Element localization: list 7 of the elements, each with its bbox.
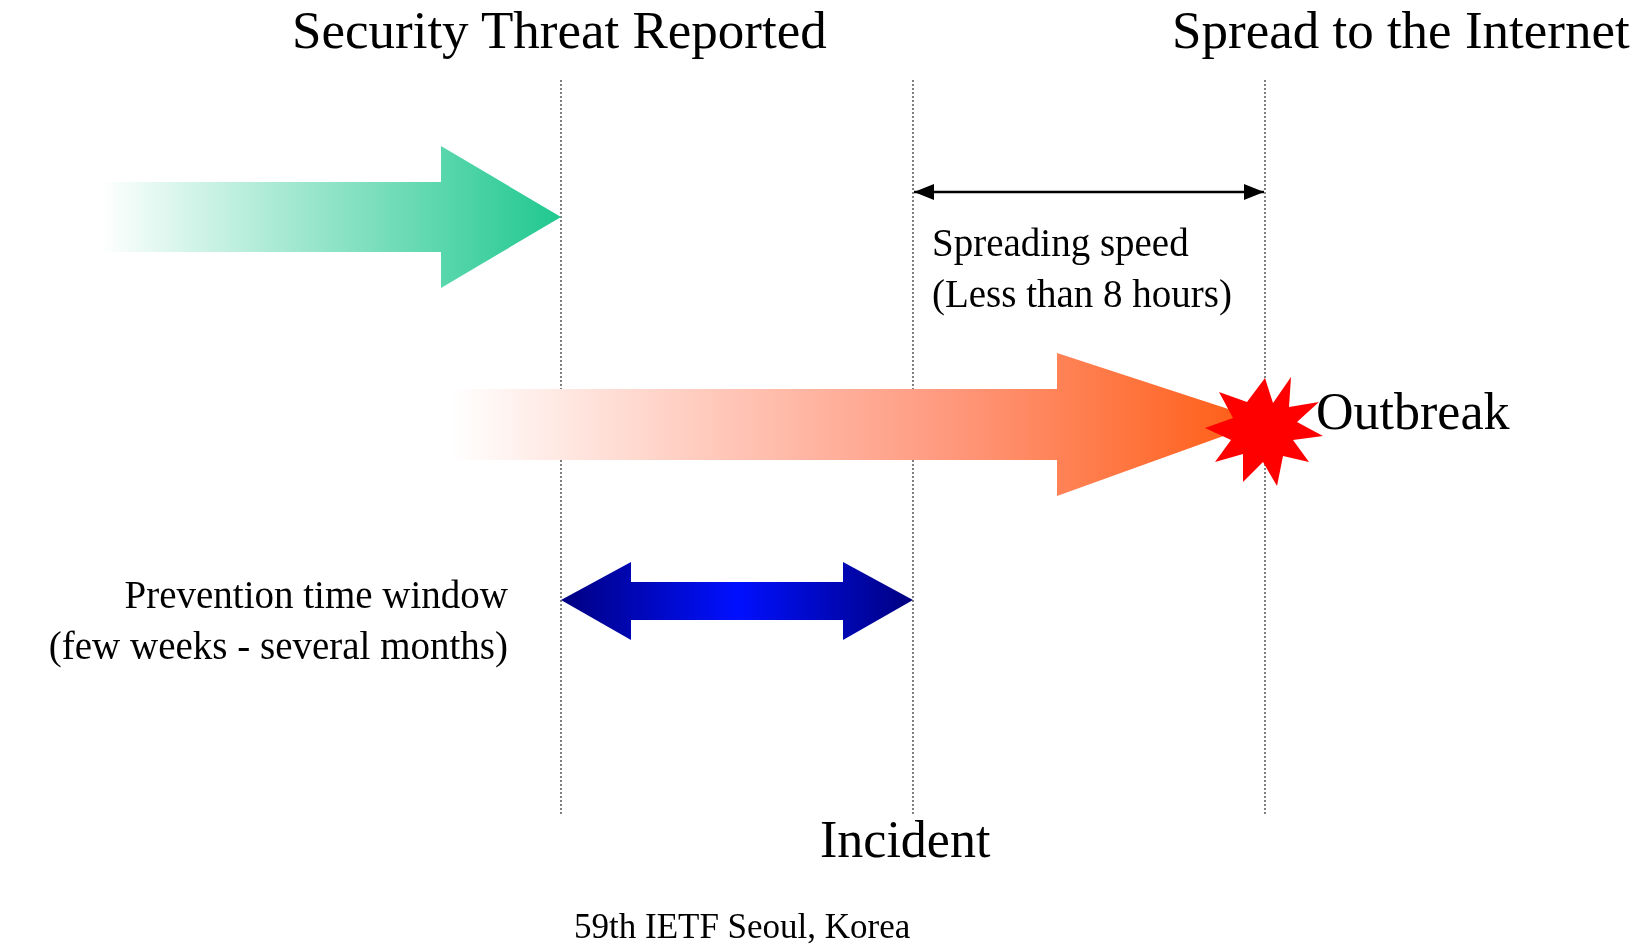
caption: 59th IETF Seoul, Korea <box>574 906 911 948</box>
timeline-heading: Spread to the Internet <box>1172 0 1630 61</box>
timeline-heading: Incident <box>820 810 991 870</box>
outbreak-label: Outbreak <box>1316 382 1510 442</box>
timeline-heading: Security Threat Reported <box>292 0 827 61</box>
dimension-label: Prevention time window (few weeks - several months) <box>48 572 508 670</box>
dimension-label: Spreading speed (Less than 8 hours) <box>932 220 1233 318</box>
